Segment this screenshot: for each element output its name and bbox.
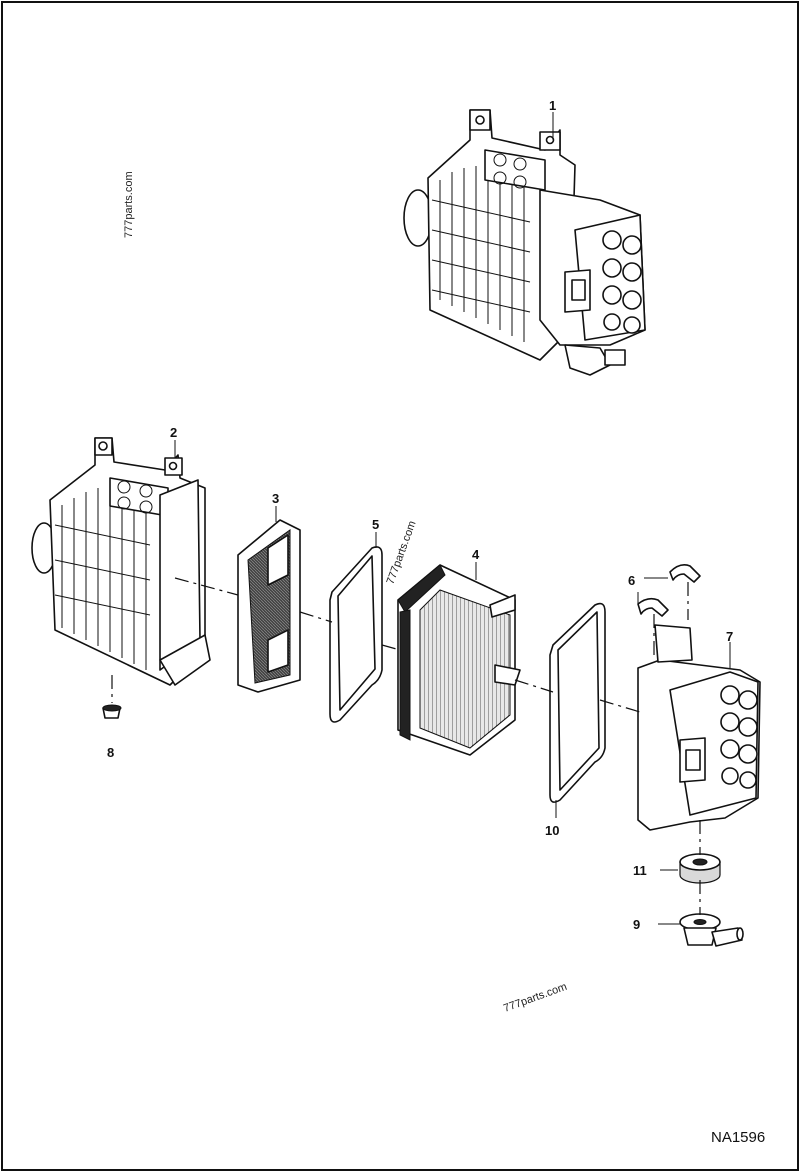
diagram-code: NA1596	[711, 1129, 765, 1146]
watermark-text: 777parts.com	[385, 519, 419, 586]
callout-label: 5	[372, 517, 379, 532]
assembly-axis-line	[174, 577, 641, 713]
drain-plug	[102, 704, 122, 719]
callout-label: 4	[472, 547, 480, 562]
dust-valve-ports	[720, 685, 758, 789]
inner-safety-filter	[237, 519, 301, 693]
retaining-clips	[637, 564, 701, 617]
watermark-text: 777parts.com	[123, 171, 135, 238]
evacuator-valve	[679, 913, 744, 947]
callout-label: 2	[170, 425, 177, 440]
callout-label: 6	[628, 573, 635, 588]
gasket-large	[549, 602, 606, 803]
dust-valve-ports	[602, 230, 642, 334]
callout-label: 10	[545, 823, 559, 838]
air-cleaner-housing	[31, 437, 211, 686]
callout-label: 1	[549, 98, 556, 113]
air-cleaner-assembly	[403, 109, 646, 376]
gasket-small	[329, 546, 383, 723]
outer-primary-filter	[397, 564, 521, 756]
callout-label: 3	[272, 491, 279, 506]
callout-label: 7	[726, 629, 733, 644]
air-cleaner-cover	[637, 624, 761, 831]
callout-label: 9	[633, 917, 640, 932]
watermark-text: 777parts.com	[502, 981, 569, 1015]
spacer-ring	[679, 853, 721, 884]
callout-label: 11	[633, 863, 647, 878]
callout-label: 8	[107, 745, 114, 760]
